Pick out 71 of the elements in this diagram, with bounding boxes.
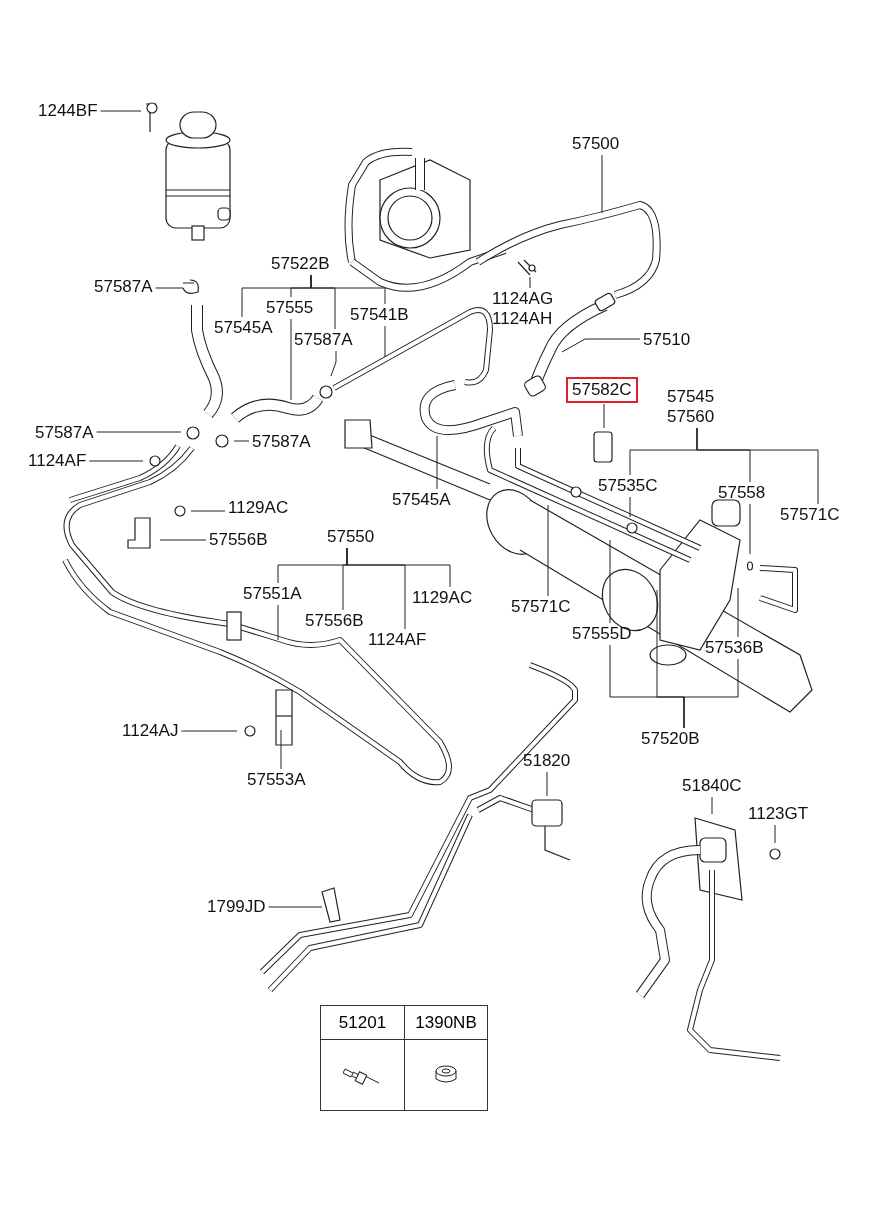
part-number: 51820 bbox=[523, 751, 571, 771]
part-number: 1123GT bbox=[748, 804, 809, 824]
leader-line bbox=[100, 110, 142, 112]
highlighted-part-number: 57582C bbox=[566, 377, 638, 403]
part-number: 57560 bbox=[667, 407, 715, 427]
part-number: 57555 bbox=[266, 298, 314, 318]
leader-line bbox=[155, 287, 184, 289]
part-number: 57541B bbox=[350, 305, 409, 325]
leader-line bbox=[609, 539, 611, 624]
leader-line bbox=[656, 589, 685, 729]
part-number: 51840C bbox=[682, 776, 742, 796]
part-number: 57587A bbox=[35, 423, 94, 443]
leader-line bbox=[529, 276, 531, 289]
part-number: 51201 bbox=[338, 1012, 387, 1033]
part-number: 57520B bbox=[641, 729, 700, 749]
part-number: 1129AC bbox=[228, 498, 289, 518]
part-number: 57545A bbox=[214, 318, 273, 338]
part-number: 57556B bbox=[209, 530, 268, 550]
leader-line bbox=[603, 403, 605, 429]
part-number: 57587A bbox=[294, 330, 353, 350]
leader-line bbox=[233, 440, 250, 442]
part-number: 57535C bbox=[598, 476, 658, 496]
part-number: 57550 bbox=[327, 527, 375, 547]
part-number: 1390NB bbox=[415, 1012, 477, 1033]
part-number: 57571C bbox=[780, 505, 840, 525]
leader-line bbox=[629, 496, 631, 518]
part-number: 57587A bbox=[94, 277, 153, 297]
part-number: 57510 bbox=[643, 330, 691, 350]
leader-line bbox=[711, 796, 713, 815]
part-number: 57587A bbox=[252, 432, 311, 452]
leader-line bbox=[277, 604, 279, 641]
part-number: 57555D bbox=[572, 624, 632, 644]
part-number: 57545A bbox=[392, 490, 451, 510]
leader-line bbox=[774, 824, 776, 844]
leader-line bbox=[96, 431, 182, 433]
leader-line bbox=[546, 771, 548, 797]
leader-line bbox=[737, 587, 739, 638]
part-number: 1124AF bbox=[368, 630, 427, 650]
part-number: 57522B bbox=[271, 254, 330, 274]
part-number: 57558 bbox=[718, 483, 766, 503]
part-number: 57536B bbox=[705, 638, 764, 658]
leader-line bbox=[436, 435, 438, 490]
part-number: 57553A bbox=[247, 770, 306, 790]
leader-line bbox=[88, 460, 144, 462]
leader-line bbox=[190, 510, 226, 512]
part-number: 1124AG bbox=[492, 289, 554, 309]
leader-line bbox=[696, 427, 819, 505]
leader-line bbox=[561, 338, 641, 353]
leader-line bbox=[547, 504, 549, 597]
leader-line bbox=[384, 325, 386, 358]
part-number: 57500 bbox=[572, 134, 620, 154]
leader-line bbox=[280, 729, 282, 770]
leader-line bbox=[310, 274, 386, 305]
leader-line bbox=[268, 906, 323, 908]
part-number: 57551A bbox=[243, 584, 302, 604]
leader-line bbox=[601, 154, 603, 214]
part-number: 1244BF bbox=[38, 101, 98, 121]
leader-line bbox=[180, 730, 238, 732]
leader-line bbox=[346, 547, 406, 630]
part-number: 1124AF bbox=[28, 451, 87, 471]
part-number: 1124AJ bbox=[122, 721, 179, 741]
part-number: 1799JD bbox=[207, 897, 266, 917]
part-number: 1129AC bbox=[412, 588, 473, 608]
part-number: 57571C bbox=[511, 597, 571, 617]
part-number: 57556B bbox=[305, 611, 364, 631]
leader-line bbox=[159, 539, 207, 541]
leader-line bbox=[749, 503, 751, 555]
part-number: 57545 bbox=[667, 387, 715, 407]
part-number: 1124AH bbox=[492, 309, 554, 329]
leader-line bbox=[290, 318, 292, 401]
leader-line bbox=[330, 350, 337, 377]
